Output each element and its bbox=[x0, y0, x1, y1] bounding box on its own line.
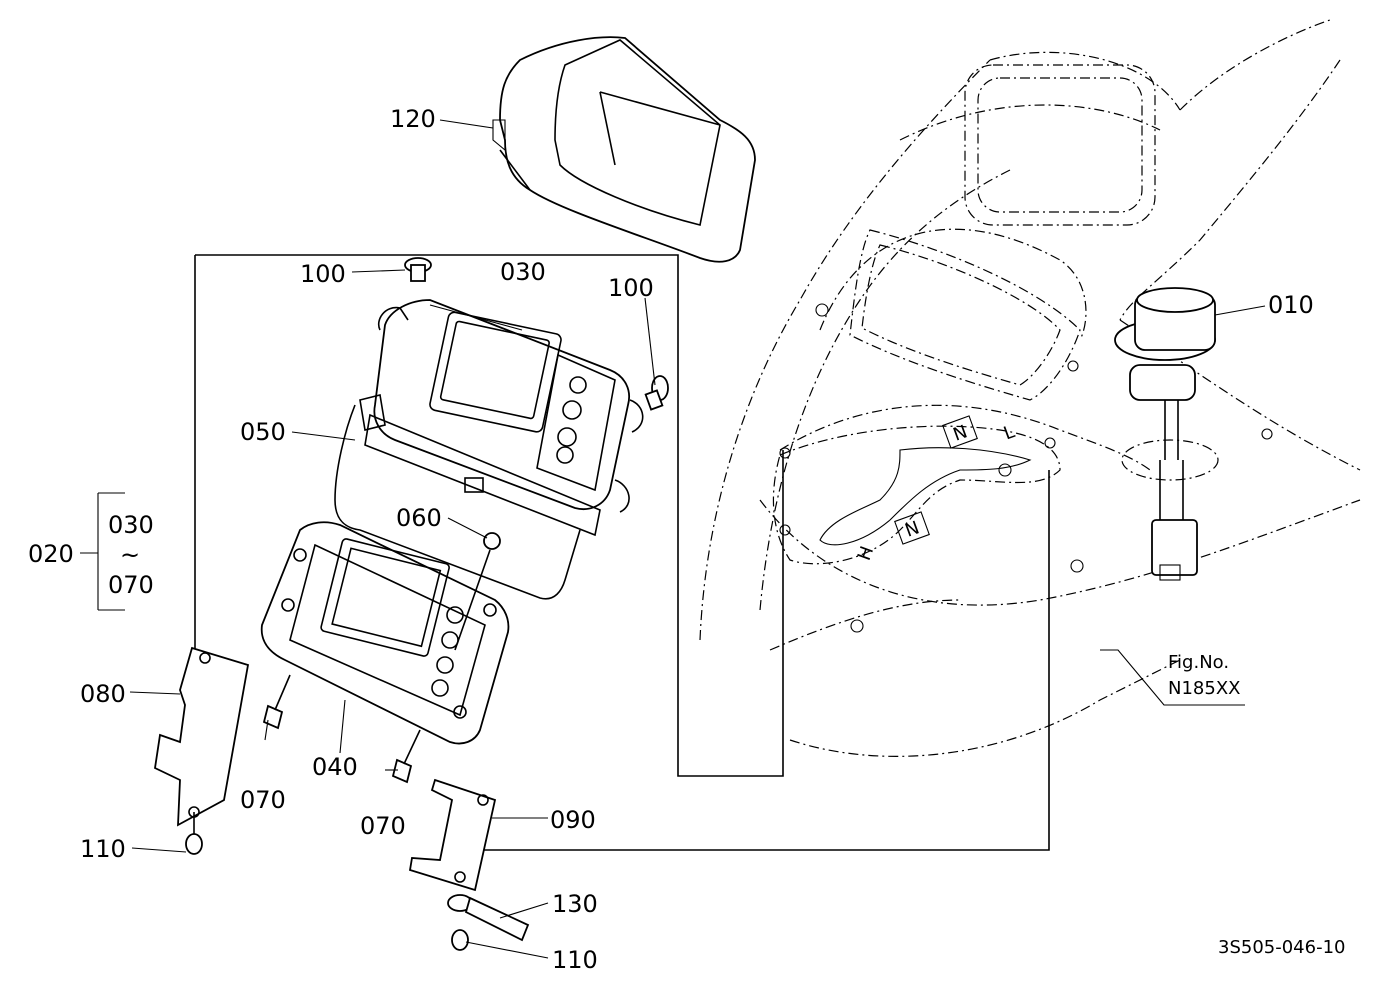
cover-050 bbox=[334, 394, 601, 600]
meter-panel-030 bbox=[373, 299, 644, 513]
washer-130 bbox=[447, 894, 530, 942]
screw-100-left bbox=[404, 257, 432, 282]
callout-060: 060 bbox=[396, 504, 442, 532]
bracket-080 bbox=[154, 646, 250, 827]
callout-100-right: 100 bbox=[608, 274, 654, 302]
callout-090: 090 bbox=[550, 806, 596, 834]
meter-hood-120 bbox=[492, 36, 756, 263]
callout-070-left: 070 bbox=[240, 786, 286, 814]
screw-060 bbox=[454, 532, 501, 651]
screw-070-right bbox=[391, 729, 421, 784]
callout-040: 040 bbox=[312, 753, 358, 781]
callout-110-left: 110 bbox=[80, 835, 126, 863]
callout-070-range: 070 bbox=[108, 571, 154, 599]
shift-gate: N L N H bbox=[772, 415, 1061, 565]
reference-frame-lines bbox=[194, 254, 1050, 851]
callout-030-range: 030 bbox=[108, 511, 154, 539]
callout-080: 080 bbox=[80, 680, 126, 708]
dashboard-phantom-outline bbox=[699, 19, 1361, 757]
shifter-label-l: L bbox=[1001, 421, 1018, 444]
screw-110-left bbox=[185, 812, 203, 855]
drawing-code: 3S505-046-10 bbox=[1218, 937, 1346, 958]
callout-130: 130 bbox=[552, 890, 598, 918]
screw-100-right bbox=[644, 375, 669, 411]
shifter-label-n-top: N bbox=[950, 421, 970, 445]
shifter-label-h: H bbox=[854, 543, 878, 563]
meter-case-040 bbox=[260, 521, 510, 745]
leader-lines bbox=[80, 119, 1266, 959]
bracket-090 bbox=[408, 778, 497, 892]
callout-labels: 120 100 030 100 010 050 060 030 ~ 070 02… bbox=[28, 105, 1314, 974]
screw-110-bottom bbox=[451, 929, 469, 951]
fig-ref-line1: Fig.No. bbox=[1168, 652, 1229, 673]
callout-050: 050 bbox=[240, 418, 286, 446]
range-separator: ~ bbox=[120, 541, 140, 569]
callout-020: 020 bbox=[28, 540, 74, 568]
console-bolt-holes bbox=[779, 303, 1273, 633]
meter-opening bbox=[849, 229, 1081, 401]
callout-070-right: 070 bbox=[360, 812, 406, 840]
screw-070-left bbox=[262, 674, 291, 730]
fig-ref-line2: N185XX bbox=[1168, 678, 1240, 699]
key-switch-010 bbox=[1114, 287, 1219, 581]
callout-100-left: 100 bbox=[300, 260, 346, 288]
callout-110-bottom: 110 bbox=[552, 946, 598, 974]
callout-030-top: 030 bbox=[500, 258, 546, 286]
shifter-label-n-low: N bbox=[902, 517, 922, 541]
callout-010: 010 bbox=[1268, 291, 1314, 319]
callout-120: 120 bbox=[390, 105, 436, 133]
figure-reference: Fig.No. N185XX bbox=[1168, 652, 1240, 699]
upper-panel-opening bbox=[964, 64, 1156, 226]
